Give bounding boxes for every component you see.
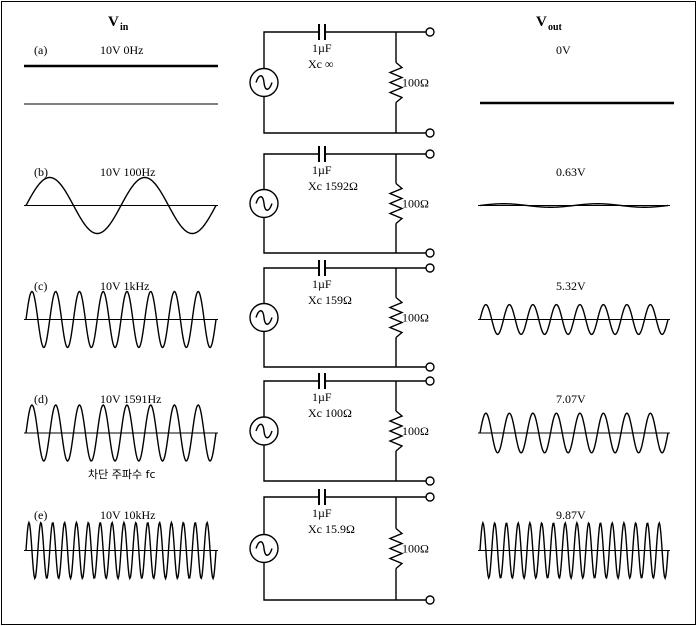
capacitor-gap [318,489,326,505]
rows-layer: (a) 10V 0Hz 1µF Xc ∞ 100Ω 0V (b) 10V 100Hz 1µF Xc… [24,24,674,605]
capacitor-label: 1µF [312,41,332,55]
output-terminal-top [425,263,435,273]
resistor-label: 100Ω [402,197,429,211]
circuit-bottom-wire [263,562,426,601]
input-sine-wave [25,176,217,235]
vout-header-subscript: out [548,22,563,33]
capacitor-label: 1µF [312,277,332,291]
capacitor-gap [318,146,326,162]
output-sine-wave [479,303,669,336]
capacitor-label: 1µF [312,163,332,177]
circuit-row-a: (a) 10V 0Hz 1µF Xc ∞ 100Ω 0V [24,24,674,138]
output-voltage-label: 0V [556,43,571,57]
output-terminal-top [425,27,435,37]
output-terminal-bottom [425,248,435,258]
output-terminal-top [425,376,435,386]
output-terminal-top [425,149,435,159]
capacitor-label: 1µF [312,506,332,520]
resistor-zigzag [388,182,404,225]
row-tag: (d) [34,392,48,406]
circuit-top-wire [263,267,426,304]
output-terminal-bottom [425,362,435,372]
circuit-row-b: (b) 10V 100Hz 1µF Xc 1592Ω 100Ω 0.63V [24,146,670,258]
resistor-label: 100Ω [402,311,429,325]
resistor-zigzag [388,410,404,452]
ac-source-tilde [255,541,273,556]
circuit-bottom-wire [263,96,426,134]
circuit-top-wire [263,496,426,535]
reactance-label: Xc 100Ω [308,406,352,420]
capacitor-gap [318,260,326,276]
reactance-label: Xc 15.9Ω [308,522,355,536]
output-terminal-top [425,492,435,502]
input-signal-label: 10V 100Hz [100,165,155,179]
input-signal-label: 10V 0Hz [100,43,143,57]
output-terminal-bottom [425,128,435,138]
capacitor-gap [318,373,326,389]
input-signal-label: 10V 1kHz [100,279,149,293]
resistor-zigzag [388,296,404,339]
input-sine-wave [25,520,217,581]
reactance-label: Xc 1592Ω [308,179,358,193]
circuit-row-e: (e) 10V 10kHz 1µF Xc 15.9Ω 100Ω 9.87V [24,489,670,605]
output-voltage-label: 7.07V [556,392,586,406]
output-voltage-label: 0.63V [556,165,586,179]
ac-source-tilde [255,310,273,325]
output-voltage-label: 9.87V [556,508,586,522]
output-sine-wave [479,203,669,208]
vout-header-symbol: V [536,14,547,30]
resistor-label: 100Ω [402,76,429,90]
vin-header-symbol: V [108,14,119,30]
cutoff-frequency-note: 차단 주파수 fc [88,468,156,481]
input-sine-wave [25,290,217,349]
input-signal-label: 10V 1591Hz [100,392,161,406]
input-sine-wave [25,404,217,462]
reactance-label: Xc 159Ω [308,293,352,307]
circuit-top-wire [263,153,426,190]
input-signal-label: 10V 10kHz [100,508,155,522]
row-tag: (c) [34,279,47,293]
output-voltage-label: 5.32V [556,279,586,293]
capacitor-label: 1µF [312,390,332,404]
circuit-bottom-wire [263,217,426,254]
circuit-bottom-wire [263,331,426,368]
resistor-zigzag [388,527,404,570]
row-tag: (e) [34,508,47,522]
output-sine-wave [479,412,669,454]
reactance-label: Xc ∞ [308,57,334,71]
circuit-top-wire [263,380,426,417]
output-terminal-bottom [425,476,435,486]
circuit-row-c: (c) 10V 1kHz 1µF Xc 159Ω 100Ω 5.32V [24,260,670,372]
output-sine-wave [479,520,669,581]
ac-source-tilde [255,196,273,211]
vin-header-subscript: in [120,22,129,33]
row-tag: (b) [34,165,48,179]
resistor-zigzag [388,61,404,104]
circuit-row-d: (d) 10V 1591Hz 차단 주파수 fc 1µF Xc 100Ω 100Ω 7.07… [24,373,670,486]
resistor-label: 100Ω [402,542,429,556]
resistor-label: 100Ω [402,424,429,438]
output-terminal-bottom [425,595,435,605]
circuit-top-wire [263,31,426,69]
circuit-bottom-wire [263,445,426,482]
row-tag: (a) [34,43,47,57]
ac-source-tilde [255,75,273,90]
ac-source-tilde [255,423,273,439]
capacitor-gap [318,24,326,40]
